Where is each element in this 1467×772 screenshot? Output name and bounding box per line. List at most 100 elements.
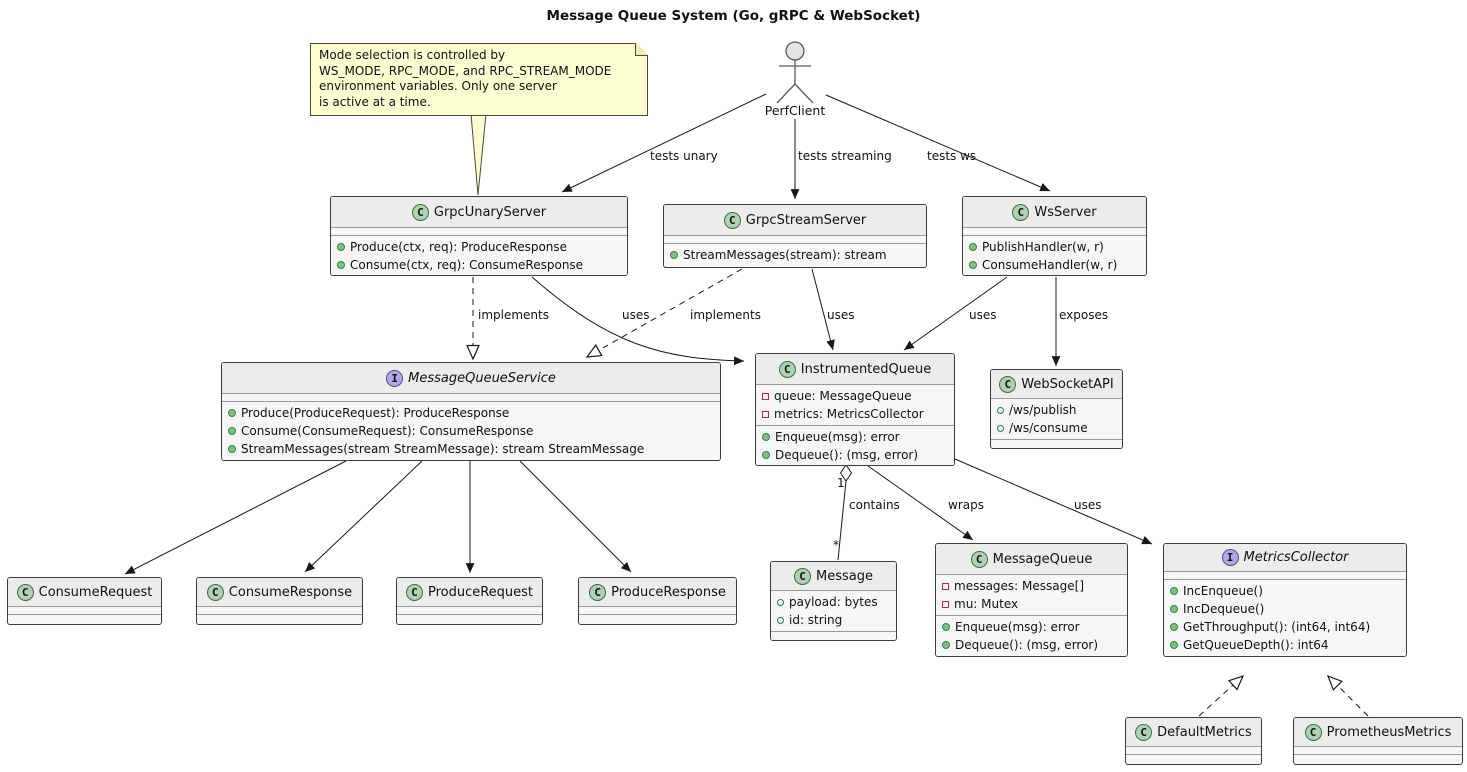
field-row: /ws/consume (997, 419, 1116, 437)
field-row: payload: bytes (777, 593, 890, 611)
public-method-icon (228, 427, 236, 435)
methods-compartment: Produce(ctx, req): ProduceResponse Consu… (331, 236, 627, 275)
edge-default-metrics-impl (1198, 675, 1245, 717)
class-icon: C (1135, 723, 1153, 741)
edge-uses-metrics (954, 458, 1153, 545)
method-row: Consume(ctx, req): ConsumeResponse (337, 256, 621, 274)
class-name: ProduceRequest (427, 584, 534, 600)
class-message: C Message payload: bytes id: string (770, 561, 897, 641)
private-field-icon (762, 392, 769, 400)
method-row: Produce(ctx, req): ProduceResponse (337, 238, 621, 256)
public-method-icon (228, 409, 236, 417)
class-icon: C (16, 583, 34, 601)
edge-to-consume-response (304, 460, 423, 573)
field-row: mu: Mutex (942, 595, 1121, 613)
edge-label-contains: contains (849, 498, 900, 512)
private-field-icon (762, 410, 769, 418)
class-produce-request: C ProduceRequest (396, 577, 543, 625)
field-row: id: string (777, 611, 890, 629)
class-ws-server: C WsServer PublishHandler(w, r) ConsumeH… (962, 196, 1147, 276)
fields-compartment: messages: Message[] mu: Mutex (936, 575, 1127, 616)
public-method-icon (337, 261, 345, 269)
class-consume-response: C ConsumeResponse (196, 577, 363, 625)
empty-fields-compartment (1294, 747, 1462, 755)
class-icon: C (1304, 723, 1322, 741)
edge-to-consume-request (124, 460, 347, 575)
class-name: Message (816, 568, 873, 584)
empty-methods-compartment (1126, 755, 1261, 763)
class-websocket-api: C WebSocketAPI /ws/publish /ws/consume (990, 369, 1123, 449)
method-row: Dequeue(): (msg, error) (762, 446, 948, 464)
interface-name: MetricsCollector (1243, 550, 1349, 565)
field-row: messages: Message[] (942, 577, 1121, 595)
empty-fields-compartment (579, 607, 736, 615)
note-line: environment variables. Only one server (319, 79, 557, 93)
edge-label-uses-unary: uses (622, 308, 650, 322)
empty-fields-compartment (664, 236, 926, 244)
public-field-icon (997, 406, 1004, 414)
method-row: Enqueue(msg): error (942, 618, 1121, 636)
public-field-icon (777, 598, 784, 606)
class-icon: C (999, 375, 1017, 393)
note-tail (470, 113, 487, 196)
edge-to-produce-response (519, 460, 632, 573)
method-row: Dequeue(): (msg, error) (942, 636, 1121, 654)
field-row: /ws/publish (997, 401, 1116, 419)
fields-compartment: /ws/publish /ws/consume (991, 399, 1122, 440)
note-fold-icon (635, 43, 648, 56)
actor-figure (776, 41, 814, 104)
interface-metrics-collector: I MetricsCollector IncEnqueue() IncDeque… (1163, 543, 1407, 657)
note: Mode selection is controlled by WS_MODE,… (310, 43, 648, 116)
public-field-icon (997, 424, 1004, 432)
multiplicity-one: 1 (837, 476, 845, 490)
class-icon: C (723, 211, 741, 229)
empty-fields-compartment (1164, 572, 1406, 580)
fields-compartment: payload: bytes id: string (771, 591, 896, 632)
method-row: GetQueueDepth(): int64 (1170, 636, 1400, 654)
class-icon: C (970, 550, 988, 568)
edge-implements-stream (585, 268, 743, 358)
edge-uses-unary (531, 276, 745, 366)
private-field-icon (942, 600, 949, 608)
diagram-title: Message Queue System (Go, gRPC & WebSock… (546, 8, 921, 24)
methods-compartment: Enqueue(msg): error Dequeue(): (msg, err… (936, 616, 1127, 656)
field-row: queue: MessageQueue (762, 387, 948, 405)
note-line: is active at a time. (319, 94, 431, 109)
empty-fields-compartment (8, 607, 161, 615)
method-row: PublishHandler(w, r) (969, 238, 1140, 256)
edge-label-wraps: wraps (948, 498, 984, 512)
empty-methods-compartment (991, 440, 1122, 448)
class-name: GrpcUnaryServer (433, 204, 547, 220)
fields-compartment: queue: MessageQueue metrics: MetricsColl… (756, 385, 954, 426)
edge-label-tests-unary: tests unary (650, 149, 718, 163)
empty-methods-compartment (771, 632, 896, 640)
edge-label-implements-stream: implements (690, 308, 761, 322)
methods-compartment: StreamMessages(stream): stream (664, 244, 926, 266)
methods-compartment: PublishHandler(w, r) ConsumeHandler(w, r… (963, 236, 1146, 275)
public-method-icon (1170, 587, 1178, 595)
edge-label-uses-stream: uses (827, 308, 855, 322)
empty-methods-compartment (1294, 755, 1462, 763)
method-row: GetThroughput(): (int64, int64) (1170, 618, 1400, 636)
empty-methods-compartment (8, 615, 161, 623)
public-method-icon (969, 261, 977, 269)
edge-prometheus-metrics-impl (1326, 674, 1369, 717)
class-name: WsServer (1034, 204, 1097, 220)
class-name: ConsumeResponse (228, 584, 353, 600)
class-name: WebSocketAPI (1021, 376, 1114, 392)
methods-compartment: IncEnqueue() IncDequeue() GetThroughput(… (1164, 580, 1406, 656)
note-line: WS_MODE, RPC_MODE, and RPC_STREAM_MODE (319, 63, 612, 78)
edge-uses-stream (811, 268, 835, 351)
class-instrumented-queue: C InstrumentedQueue queue: MessageQueue … (755, 353, 955, 466)
empty-fields-compartment (963, 228, 1146, 236)
edge-tests-unary (561, 93, 767, 193)
methods-compartment: Enqueue(msg): error Dequeue(): (msg, err… (756, 426, 954, 465)
edge-label-implements-unary: implements (478, 308, 549, 322)
edge-label-tests-ws: tests ws (927, 149, 977, 163)
method-row: IncDequeue() (1170, 600, 1400, 618)
empty-fields-compartment (397, 607, 542, 615)
public-method-icon (969, 243, 977, 251)
edge-label-exposes: exposes (1059, 308, 1109, 322)
class-grpc-unary-server: C GrpcUnaryServer Produce(ctx, req): Pro… (330, 196, 628, 276)
